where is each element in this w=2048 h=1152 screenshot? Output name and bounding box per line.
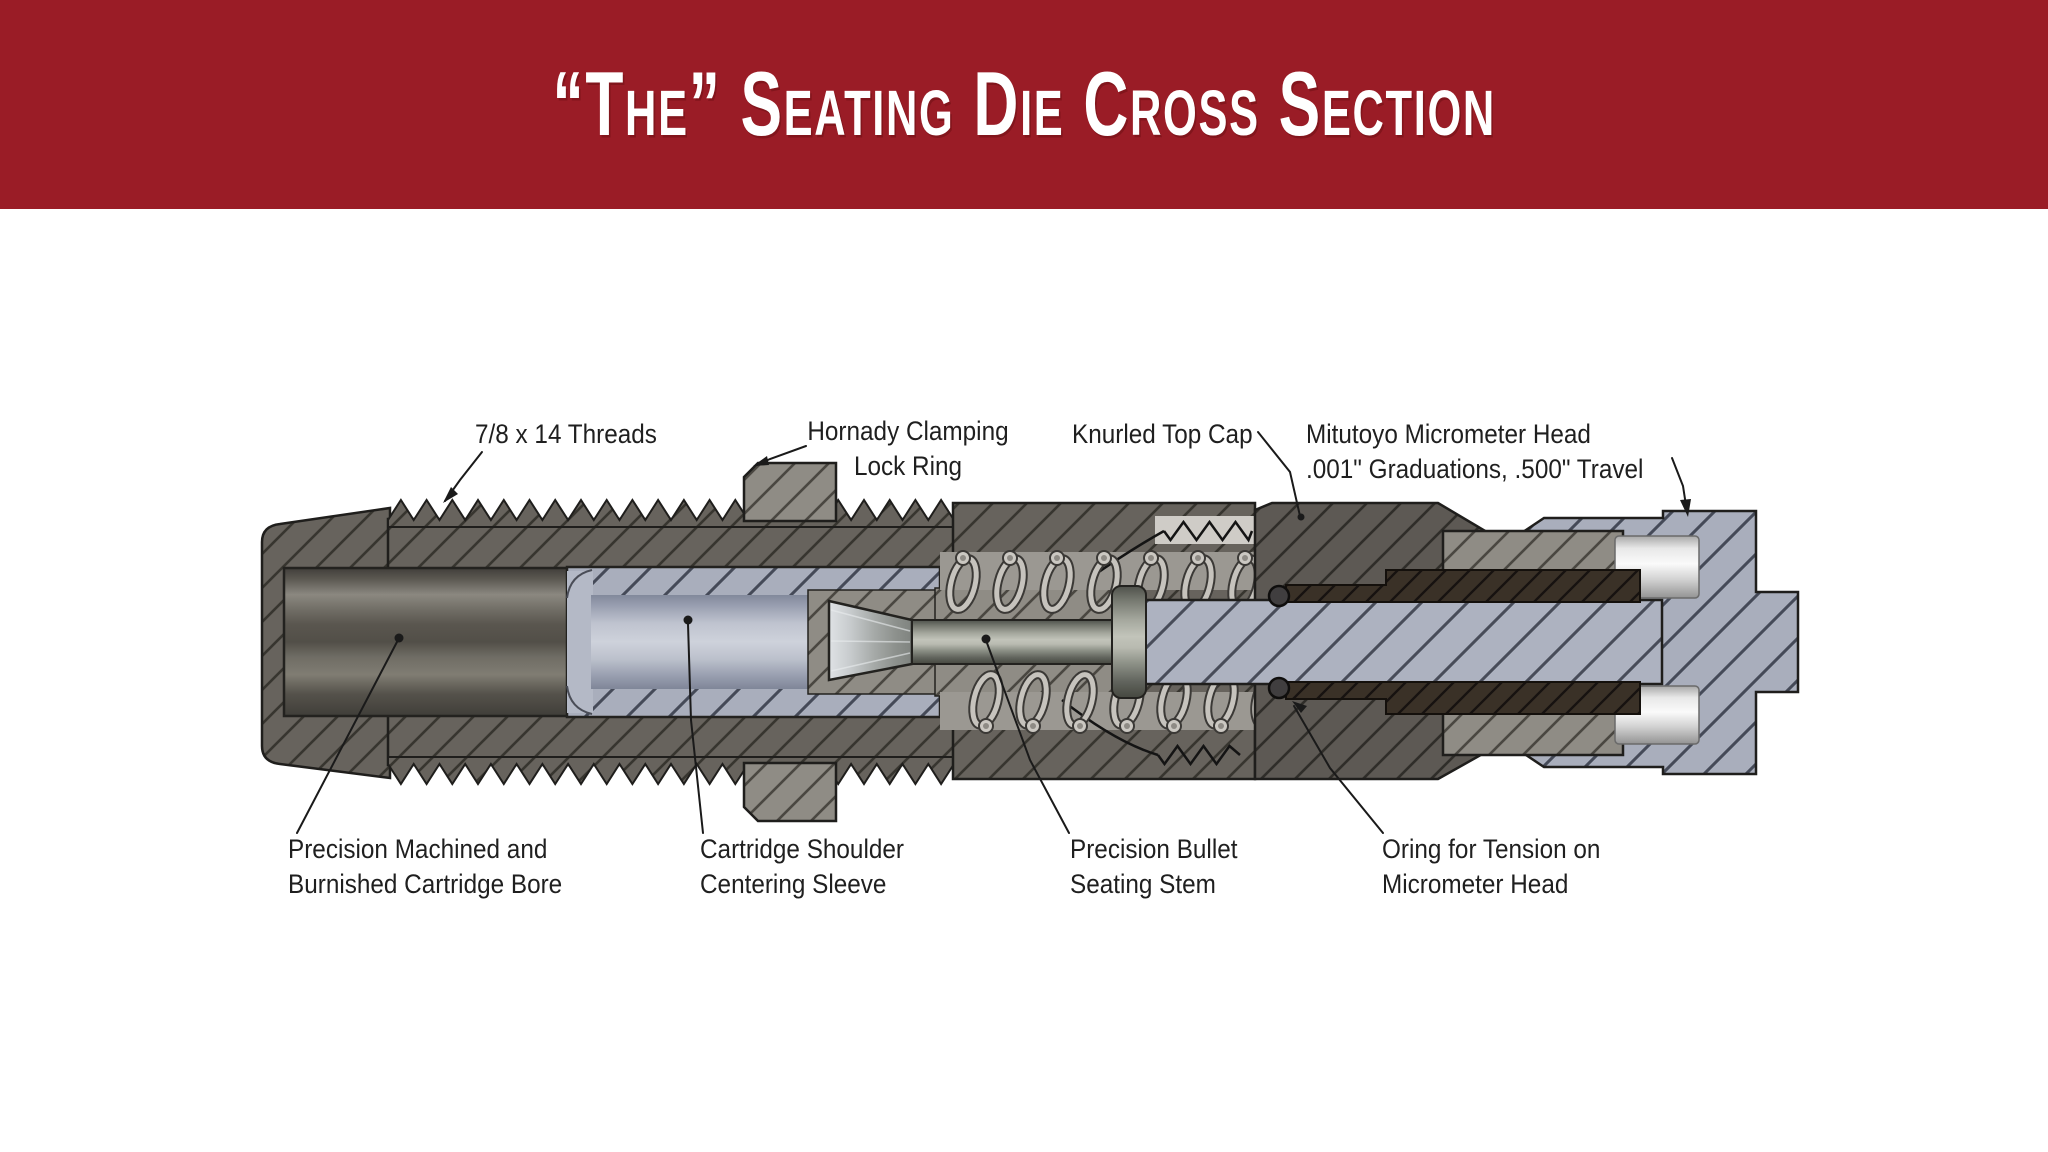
cone-streaks (830, 609, 911, 672)
oring-bottom (1267, 676, 1291, 700)
label-lock-ring: Hornady Clamping Lock Ring (807, 416, 1009, 481)
leader-sleeve (687, 623, 704, 834)
label-sleeve: Cartridge Shoulder Centering Sleeve (700, 834, 904, 899)
label-micrometer: Mitutoyo Micrometer Head .001" Graduatio… (1306, 419, 1644, 484)
leader-bore (296, 639, 399, 834)
header-banner: “The” Seating Die Cross Section (0, 0, 2048, 209)
lock-ring-bottom (742, 761, 838, 823)
label-oring: Oring for Tension on Micrometer Head (1382, 834, 1601, 899)
leader-top-cap (1257, 431, 1301, 517)
centering-sleeve-inner (591, 595, 812, 689)
sleeve-fillet (567, 571, 593, 713)
seating-stem-shaft (911, 619, 1116, 665)
leader-oring (1293, 705, 1384, 834)
page-title: “The” Seating Die Cross Section (552, 53, 1496, 156)
oring-top (1267, 584, 1291, 608)
label-top-cap: Knurled Top Cap (1072, 419, 1253, 449)
micrometer-spindle (1138, 598, 1664, 686)
leader-stem (986, 642, 1070, 834)
label-bore: Precision Machined and Burnished Cartrid… (288, 834, 563, 899)
leader-ends (394, 456, 1691, 713)
stem-flange (1111, 585, 1147, 699)
sleeve-fillet-curves (566, 569, 593, 715)
label-stem: Precision Bullet Seating Stem (1070, 834, 1238, 899)
label-threads: 7/8 x 14 Threads (475, 419, 657, 449)
